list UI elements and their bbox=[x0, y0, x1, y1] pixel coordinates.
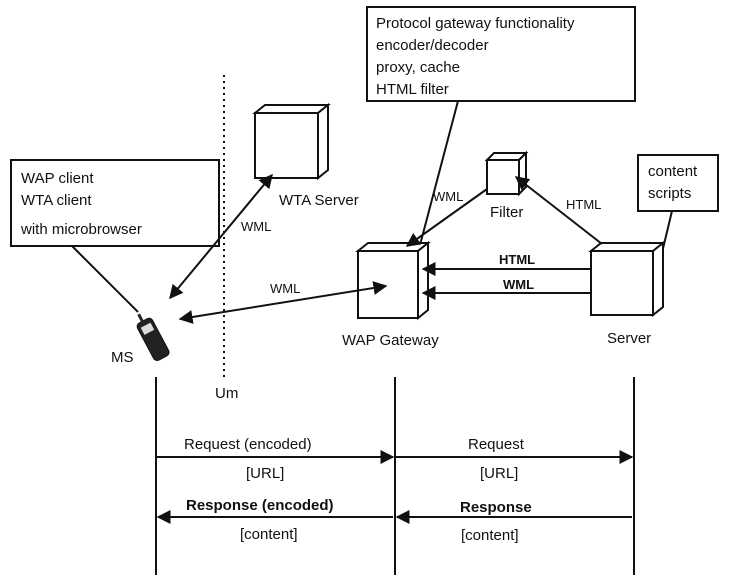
client-line-1: WAP client bbox=[21, 170, 94, 187]
wta-ms-arrow bbox=[169, 173, 273, 300]
callout-line-1: Protocol gateway functionality bbox=[376, 15, 575, 32]
content-right-label: [content] bbox=[461, 527, 519, 544]
callout-line-4: HTML filter bbox=[376, 81, 449, 98]
filter-to-gateway-arrow bbox=[405, 188, 488, 247]
ms-gateway-arrow bbox=[178, 281, 388, 324]
url-right-label: [URL] bbox=[480, 465, 518, 482]
server-cube bbox=[588, 240, 666, 318]
callout-line-2: encoder/decoder bbox=[376, 37, 489, 54]
wta-server-cube bbox=[252, 102, 331, 181]
request-label: Request bbox=[468, 436, 525, 453]
client-features-callout: WAP client WTA client with microbrowser bbox=[10, 159, 220, 313]
wml-ms-label: WML bbox=[270, 281, 300, 296]
ms-label: MS bbox=[111, 349, 134, 366]
response-label: Response bbox=[460, 499, 532, 516]
wml-wta-label: WML bbox=[241, 219, 271, 234]
wap-gateway-label: WAP Gateway bbox=[342, 332, 439, 349]
callout-line-3: proxy, cache bbox=[376, 59, 460, 76]
gateway-callout-pointer bbox=[419, 100, 459, 246]
filter-label: Filter bbox=[490, 204, 523, 221]
request-encoded-label: Request (encoded) bbox=[184, 436, 312, 453]
filter-cube bbox=[484, 150, 529, 197]
content-line-2: scripts bbox=[648, 185, 691, 202]
wml-server-label: WML bbox=[503, 277, 534, 292]
html-server-label: HTML bbox=[499, 252, 535, 267]
html-filter-label: HTML bbox=[566, 197, 601, 212]
server-to-filter-arrow bbox=[514, 176, 603, 245]
gateway-functions-callout: Protocol gateway functionality encoder/d… bbox=[366, 6, 636, 246]
wta-server-label: WTA Server bbox=[279, 192, 359, 209]
client-line-2: WTA client bbox=[21, 192, 92, 209]
url-left-label: [URL] bbox=[246, 465, 284, 482]
content-left-label: [content] bbox=[240, 526, 298, 543]
client-line-3: with microbrowser bbox=[20, 221, 142, 238]
um-label: Um bbox=[215, 385, 238, 402]
response-encoded-label: Response (encoded) bbox=[186, 497, 334, 514]
server-label: Server bbox=[607, 330, 651, 347]
phone-icon bbox=[136, 313, 170, 361]
client-callout-pointer bbox=[71, 245, 139, 313]
wap-gateway-cube bbox=[355, 240, 431, 321]
content-line-1: content bbox=[648, 163, 698, 180]
wml-filter-label: WML bbox=[433, 189, 463, 204]
